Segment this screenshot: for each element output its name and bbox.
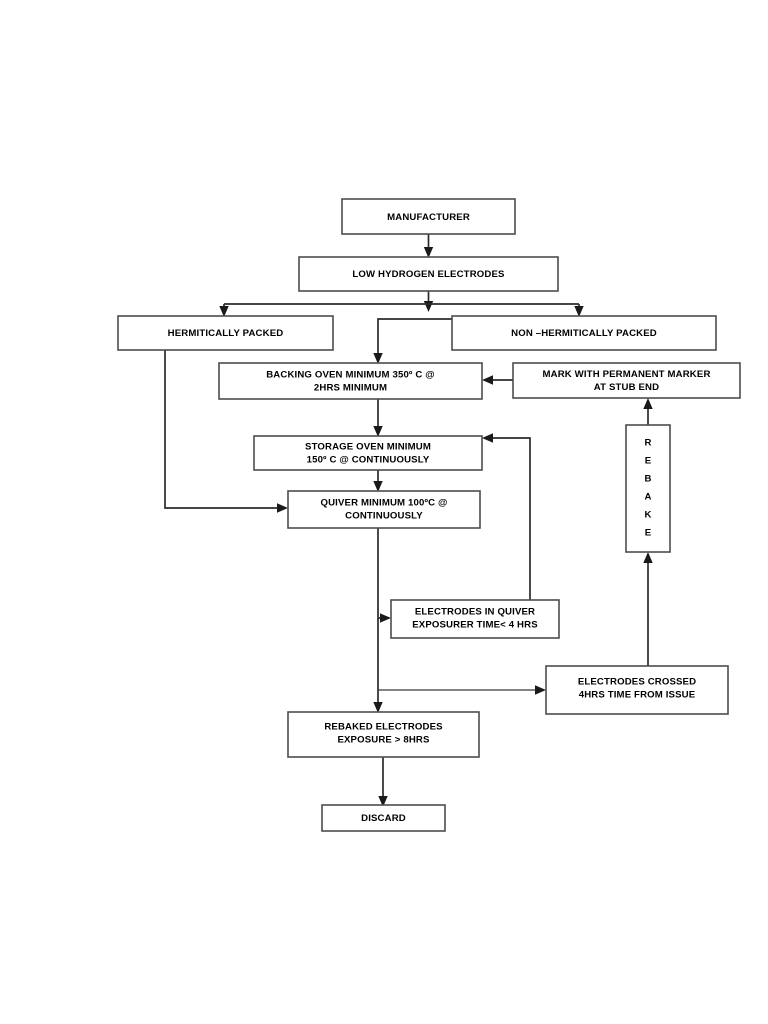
node-discard-box[interactable] xyxy=(321,804,446,832)
arrowhead-rebake-bottom xyxy=(643,552,653,563)
arrowhead-electrodes-crossed xyxy=(535,685,546,695)
node-rebake-letter-2: B xyxy=(645,474,652,485)
arrowhead-split-center xyxy=(423,301,434,312)
node-rebake[interactable]: R E B A K E xyxy=(625,424,671,553)
node-rebake-letter-4: K xyxy=(645,510,652,521)
node-mark-with-marker-box[interactable] xyxy=(512,362,741,399)
node-backing-oven-box[interactable] xyxy=(218,362,483,400)
node-electrodes-in-quiver-label-line2: EXPOSURER TIME< 4 HRS xyxy=(412,620,538,631)
node-electrodes-crossed[interactable]: ELECTRODES CROSSED 4HRS TIME FROM ISSUE xyxy=(545,665,729,715)
node-rebake-box[interactable] xyxy=(625,424,671,553)
node-low-hydrogen-electrodes[interactable]: LOW HYDROGEN ELECTRODES xyxy=(298,256,559,292)
node-discard[interactable]: DISCARD xyxy=(321,804,446,832)
node-hermitically-packed-label: HERMITICALLY PACKED xyxy=(168,328,284,339)
connector-hermitically-to-quiver xyxy=(164,350,278,509)
arrowhead-non-hermitically xyxy=(574,306,584,317)
arrowhead-low-hydrogen xyxy=(423,247,434,258)
node-manufacturer-label: MANUFACTURER xyxy=(387,212,470,223)
node-electrodes-in-quiver-box[interactable] xyxy=(390,599,560,639)
node-hermitically-packed-box[interactable] xyxy=(117,315,334,351)
node-rebaked-electrodes-box[interactable] xyxy=(287,711,480,758)
node-electrodes-in-quiver[interactable]: ELECTRODES IN QUIVER EXPOSURER TIME< 4 H… xyxy=(390,599,560,639)
arrowhead-rebaked-electrodes xyxy=(373,702,383,713)
arrowhead-quiver-top xyxy=(373,481,383,492)
node-non-hermitically-packed-box[interactable] xyxy=(451,315,717,351)
node-low-hydrogen-electrodes-label: LOW HYDROGEN ELECTRODES xyxy=(352,269,505,280)
node-electrodes-crossed-label-line2: 4HRS TIME FROM ISSUE xyxy=(579,690,696,701)
arrowhead-mark-bottom xyxy=(643,398,653,409)
node-rebake-letter-3: A xyxy=(645,492,652,503)
node-mark-with-marker-label-line2: AT STUB END xyxy=(594,382,659,393)
node-storage-oven-label-line2: 150º C @ CONTINUOUSLY xyxy=(307,455,430,466)
arrowhead-storage-oven xyxy=(373,426,383,437)
node-hermitically-packed[interactable]: HERMITICALLY PACKED xyxy=(117,315,334,351)
node-backing-oven-label-line1: BACKING OVEN MINIMUM 350º C @ xyxy=(266,370,435,381)
arrowhead-storage-oven-right xyxy=(482,433,493,443)
node-manufacturer[interactable]: MANUFACTURER xyxy=(341,198,516,235)
node-rebake-letter-1: E xyxy=(645,456,652,467)
node-rebaked-electrodes-label-line2: EXPOSURE > 8HRS xyxy=(337,735,430,746)
node-rebake-letter-0: R xyxy=(645,438,652,449)
node-storage-oven-box[interactable] xyxy=(253,435,483,471)
node-backing-oven[interactable]: BACKING OVEN MINIMUM 350º C @ 2HRS MINIM… xyxy=(218,362,483,400)
node-quiver[interactable]: QUIVER MINIMUM 100ºC @ CONTINUOUSLY xyxy=(287,490,481,529)
node-quiver-label-line1: QUIVER MINIMUM 100ºC @ xyxy=(320,498,447,509)
arrowhead-discard xyxy=(378,796,388,807)
node-electrodes-in-quiver-label-line1: ELECTRODES IN QUIVER xyxy=(415,607,535,618)
node-quiver-box[interactable] xyxy=(287,490,481,529)
arrowhead-backing-oven-top xyxy=(373,353,383,364)
node-storage-oven[interactable]: STORAGE OVEN MINIMUM 150º C @ CONTINUOUS… xyxy=(253,435,483,471)
arrowhead-hermitically xyxy=(219,306,229,317)
node-low-hydrogen-electrodes-box[interactable] xyxy=(298,256,559,292)
arrowhead-quiver-left xyxy=(277,503,288,513)
arrowhead-electrodes-in-quiver xyxy=(380,613,391,623)
node-manufacturer-box[interactable] xyxy=(341,198,516,235)
node-rebaked-electrodes-label-line1: REBAKED ELECTRODES xyxy=(324,722,443,733)
node-quiver-label-line2: CONTINUOUSLY xyxy=(345,511,423,522)
arrowhead-backing-oven-right xyxy=(482,375,493,385)
node-non-hermitically-packed-label: NON –HERMITICALLY PACKED xyxy=(511,328,657,339)
connector-layer xyxy=(164,234,653,807)
node-electrodes-crossed-label-line1: ELECTRODES CROSSED xyxy=(578,677,696,688)
node-backing-oven-label-line2: 2HRS MINIMUM xyxy=(314,383,387,394)
connector-electrodes-in-quiver-to-storage xyxy=(492,437,531,600)
node-mark-with-marker[interactable]: MARK WITH PERMANENT MARKER AT STUB END xyxy=(512,362,741,399)
node-non-hermitically-packed[interactable]: NON –HERMITICALLY PACKED xyxy=(451,315,717,351)
connector-non-hermitically-to-backing-oven xyxy=(377,318,452,355)
node-rebake-letter-5: E xyxy=(645,528,652,539)
node-discard-label: DISCARD xyxy=(361,813,406,824)
node-rebaked-electrodes[interactable]: REBAKED ELECTRODES EXPOSURE > 8HRS xyxy=(287,711,480,758)
node-storage-oven-label-line1: STORAGE OVEN MINIMUM xyxy=(305,442,431,453)
node-electrodes-crossed-box[interactable] xyxy=(545,665,729,715)
node-mark-with-marker-label-line1: MARK WITH PERMANENT MARKER xyxy=(542,369,710,380)
